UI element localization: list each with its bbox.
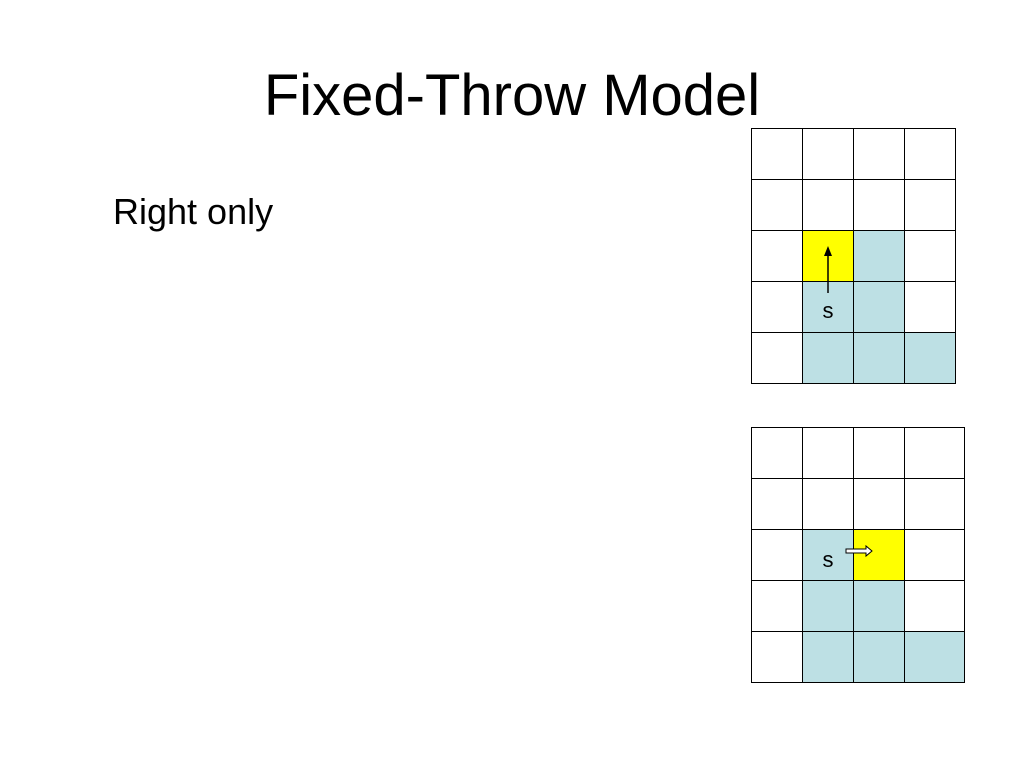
grid-cell-empty — [751, 281, 803, 333]
grid-cell-empty — [751, 631, 803, 683]
grid-cell-reachable — [802, 631, 854, 683]
grid-cell-empty — [751, 128, 803, 180]
grid-cell-empty — [751, 332, 803, 384]
grid-cell-empty — [904, 478, 965, 530]
grid-cell-empty — [904, 529, 965, 581]
grid-cell-reachable — [853, 631, 905, 683]
grid-cell-reachable — [802, 580, 854, 632]
grid-cell-empty — [751, 580, 803, 632]
grid-cell-reachable — [853, 230, 905, 282]
grid-cell-empty — [904, 128, 956, 180]
grid-cell-empty — [853, 478, 905, 530]
grid-cell-reachable — [904, 631, 965, 683]
grid-cell-empty — [802, 128, 854, 180]
grid-cell-empty — [904, 281, 956, 333]
grid-cell-reachable — [853, 580, 905, 632]
grid-cell-empty — [751, 529, 803, 581]
start-label: s — [823, 298, 834, 323]
arrow-up-icon — [824, 246, 832, 293]
grid-cell-empty — [853, 128, 905, 180]
grid-cell-empty — [751, 427, 803, 479]
grid-cell-empty — [802, 478, 854, 530]
grid-cell-reachable — [802, 529, 854, 581]
grid-cell-reachable — [853, 281, 905, 333]
grid-cell-empty — [802, 179, 854, 231]
start-label: s — [823, 547, 834, 572]
grid-cell-empty — [904, 580, 965, 632]
grid-right-throw: s — [751, 427, 965, 683]
grid-cell-empty — [904, 179, 956, 231]
grid-cell-empty — [904, 427, 965, 479]
slide-title: Fixed-Throw Model — [263, 63, 761, 128]
block-arrow-right-icon — [845, 544, 873, 558]
grid-cell-empty — [853, 427, 905, 479]
grid-cell-empty — [853, 179, 905, 231]
grid-cell-empty — [904, 230, 956, 282]
grid-cell-target — [853, 529, 905, 581]
grid-cell-empty — [751, 478, 803, 530]
grid-cell-empty — [751, 179, 803, 231]
grid-cell-reachable — [802, 332, 854, 384]
grid-cell-empty — [802, 427, 854, 479]
grid-upward-throw: s — [751, 128, 956, 384]
grid-cell-reachable — [853, 332, 905, 384]
bullet-text: Right only — [113, 191, 274, 232]
grid-cell-empty — [751, 230, 803, 282]
grid-cell-reachable — [904, 332, 956, 384]
